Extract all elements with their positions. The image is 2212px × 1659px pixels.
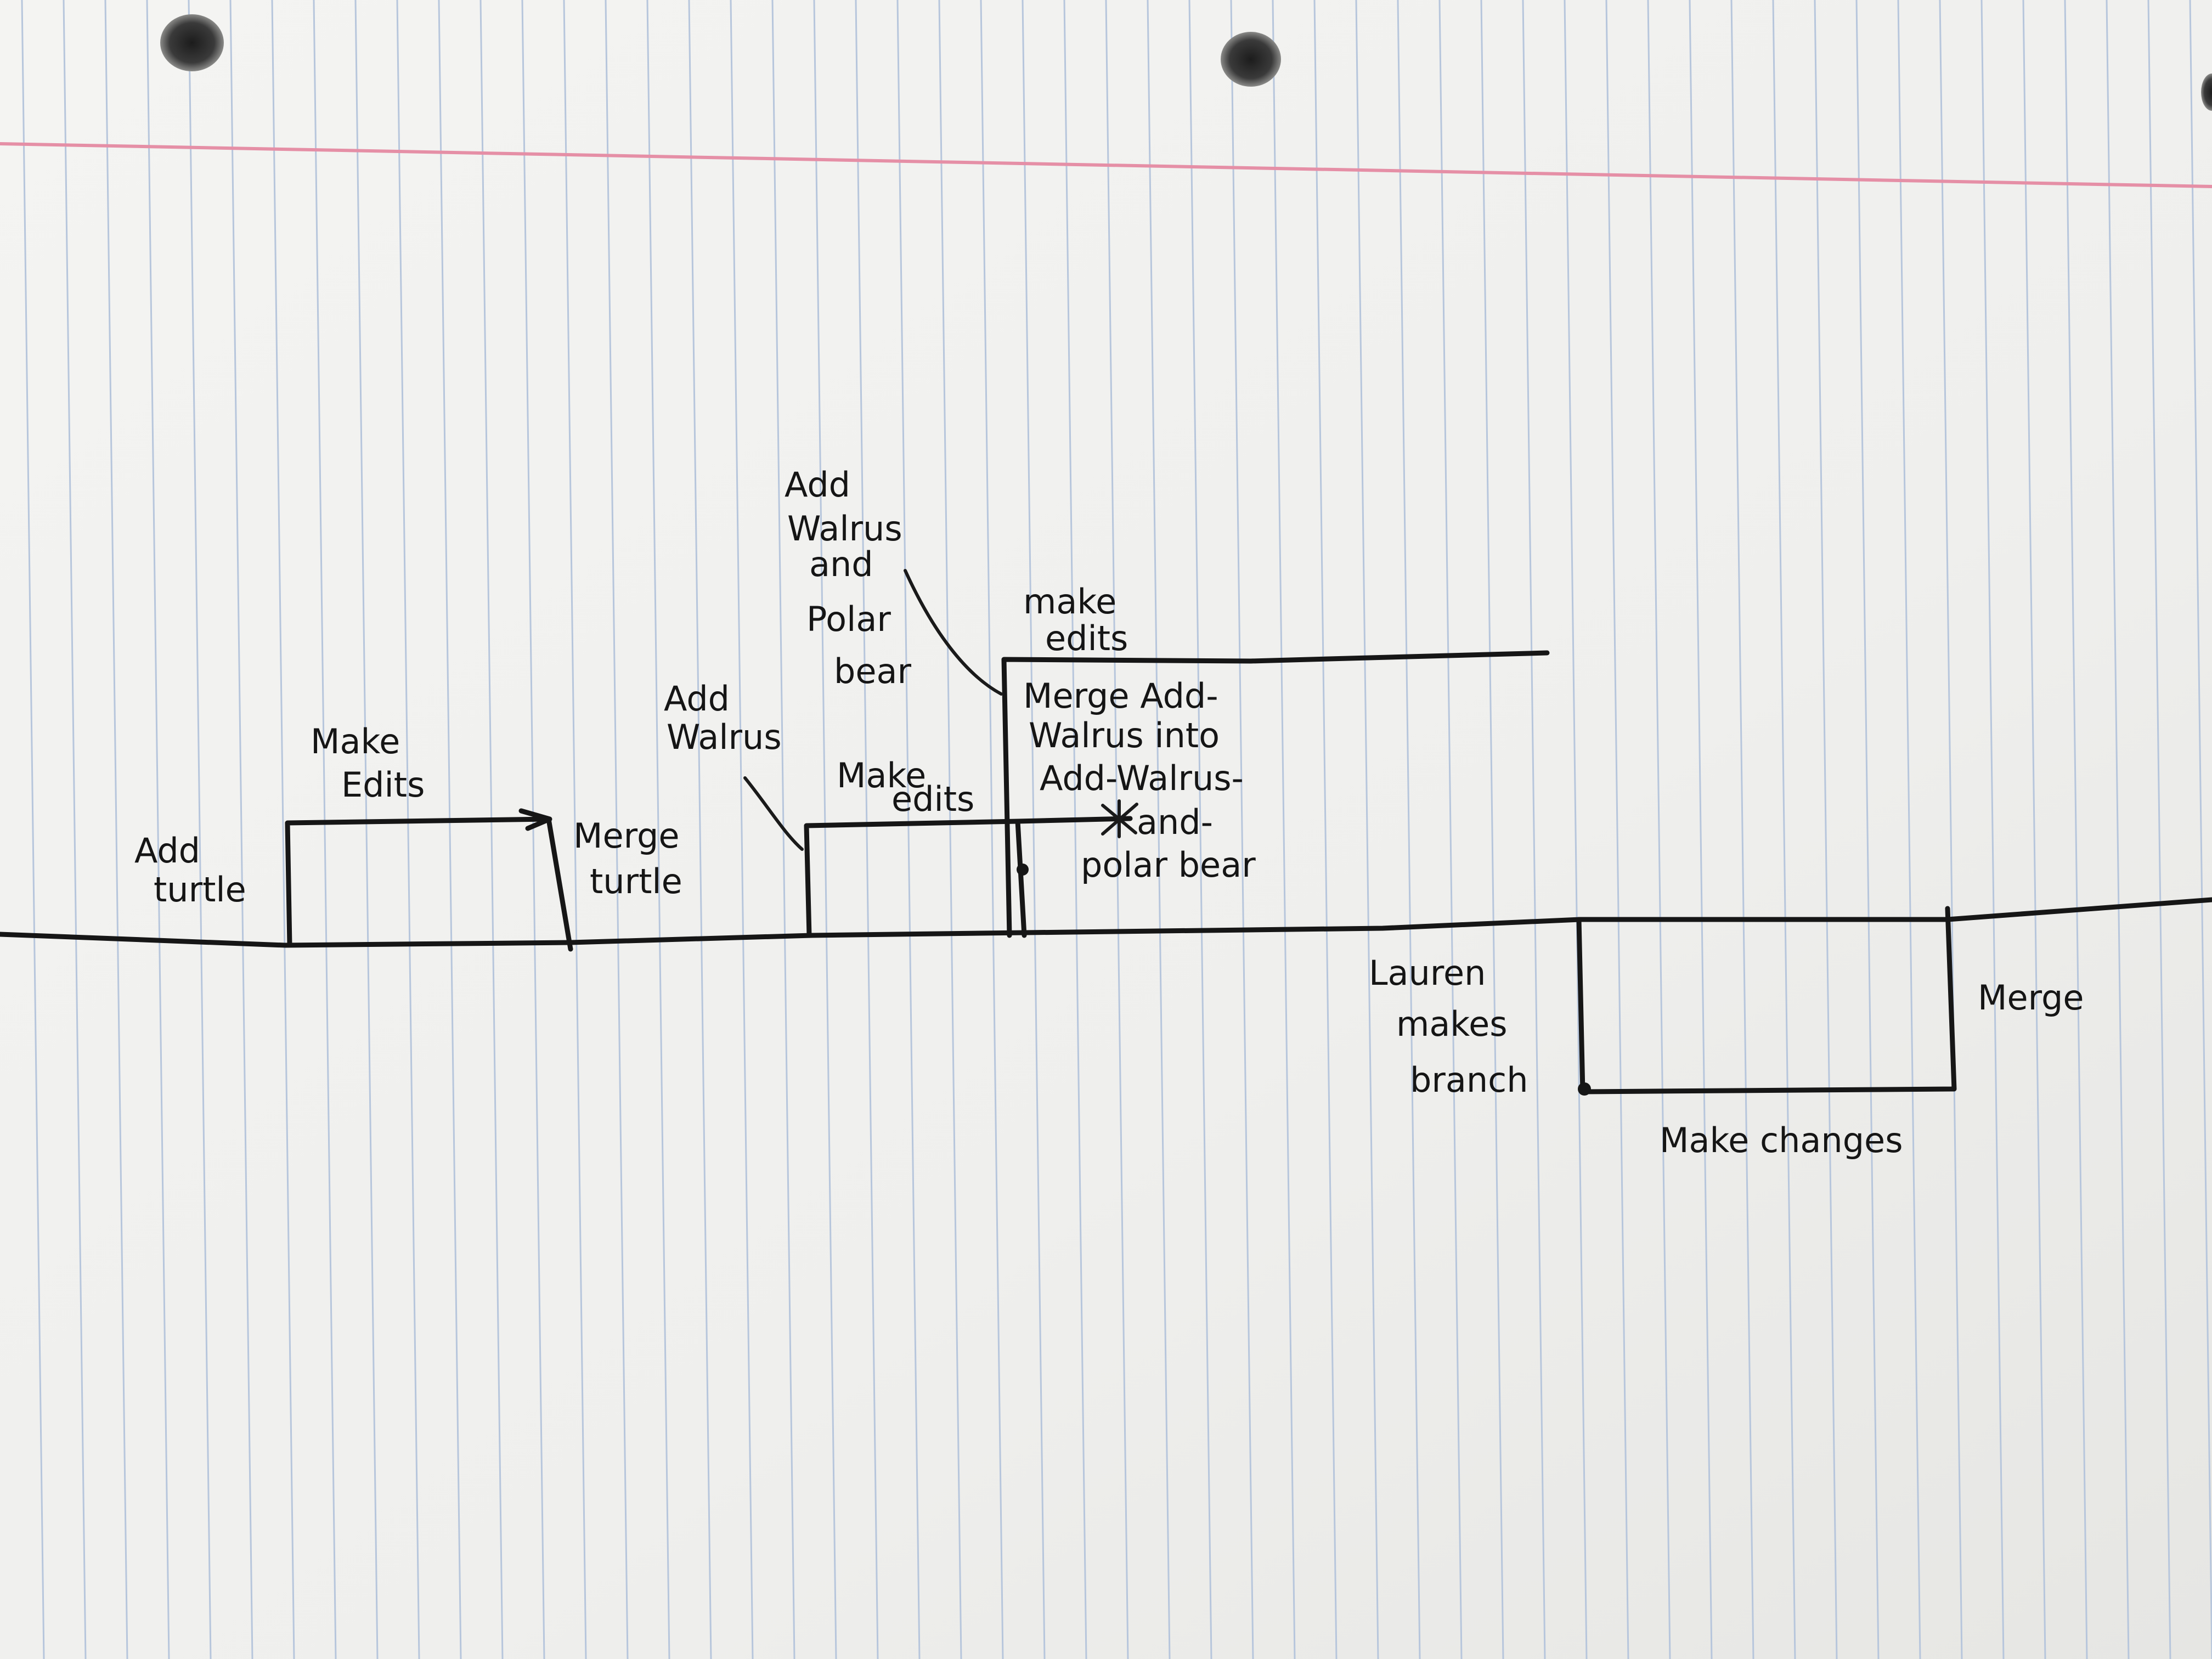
rule-line [1772, 0, 1796, 1659]
rule-line [1564, 0, 1588, 1659]
rule-line [2106, 0, 2130, 1659]
rule-line [146, 0, 170, 1659]
label-make-edits-3a: make [1023, 582, 1116, 622]
label-add-walrus-2: Walrus [667, 717, 782, 757]
label-merge-note-2: Walrus into [1029, 715, 1220, 755]
rule-line [438, 0, 462, 1659]
label-make-changes: Make changes [1660, 1120, 1903, 1160]
ruled-lines [21, 0, 2212, 1659]
rule-line [1897, 0, 1921, 1659]
label-lauren-2: makes [1396, 1004, 1508, 1044]
rule-line [688, 0, 712, 1659]
walrus-polar-bear-branch [1001, 650, 1550, 938]
rule-line [813, 0, 837, 1659]
label-add-turtle-1: Add [134, 831, 200, 871]
rule-line [1022, 0, 1046, 1659]
rule-line [188, 0, 212, 1659]
label-make-edits-2a: Make [837, 755, 926, 795]
rule-line [1980, 0, 2005, 1659]
rule-line [271, 0, 295, 1659]
rule-line [2147, 0, 2171, 1659]
rule-line [855, 0, 879, 1659]
label-merge-turtle-2: turtle [590, 861, 682, 901]
rule-line [646, 0, 670, 1659]
rule-line [479, 0, 504, 1659]
rule-line [1438, 0, 1463, 1659]
rule-line [21, 0, 45, 1659]
rule-line [1855, 0, 1880, 1659]
turtle-branch-arrow [518, 808, 552, 831]
rule-line [1272, 0, 1296, 1659]
rule-line [980, 0, 1004, 1659]
rule-line [354, 0, 379, 1659]
rule-line [1647, 0, 1671, 1659]
label-lauren-1: Lauren [1369, 953, 1486, 993]
label-merge: Merge [1978, 978, 2084, 1018]
walrus-commit-dot [1017, 864, 1029, 876]
rule-line [1397, 0, 1421, 1659]
rule-line [1605, 0, 1629, 1659]
rule-line [1814, 0, 1838, 1659]
rule-line [730, 0, 754, 1659]
rule-line [1147, 0, 1171, 1659]
lauren-branch [1576, 906, 1957, 1094]
label-merge-note-1: Merge Add- [1023, 676, 1218, 716]
rule-line [1313, 0, 1338, 1659]
label-awpb-2: Walrus [787, 509, 902, 549]
label-add-turtle-2: turtle [154, 870, 246, 910]
rule-line [1939, 0, 1963, 1659]
rule-line [1063, 0, 1087, 1659]
label-add-walrus-1: Add [664, 679, 730, 719]
rule-line [229, 0, 253, 1659]
rule-line [313, 0, 337, 1659]
label-make-edits-2b: edits [891, 779, 974, 819]
rule-line [1480, 0, 1504, 1659]
label-make-edits-1a: Make [311, 721, 400, 761]
label-make-edits-3b: edits [1045, 618, 1128, 658]
rule-line [2064, 0, 2088, 1659]
margin-line [0, 142, 2212, 188]
rule-line [1355, 0, 1379, 1659]
rule-line [1188, 0, 1212, 1659]
rule-line [2022, 0, 2046, 1659]
rule-line [104, 0, 128, 1659]
rule-line [1230, 0, 1254, 1659]
rule-line [63, 0, 87, 1659]
rule-line [1730, 0, 1754, 1659]
rule-line [1689, 0, 1713, 1659]
label-merge-note-4: and- [1137, 802, 1213, 842]
label-awpb-1: Add [785, 465, 850, 505]
rule-line [396, 0, 420, 1659]
rule-line [1522, 0, 1546, 1659]
turtle-branch [285, 816, 573, 952]
rule-line [896, 0, 921, 1659]
punch-hole-right [1221, 32, 1281, 87]
walrus-branch [804, 819, 1027, 938]
rule-line [938, 0, 962, 1659]
label-awpb-4: Polar [806, 599, 891, 639]
label-lauren-3: branch [1410, 1060, 1528, 1100]
rule-line [521, 0, 545, 1659]
punch-hole-left [160, 14, 224, 71]
merge-star-icon [1101, 799, 1138, 838]
add-walrus-pointer [743, 776, 804, 851]
lauren-branch-dot [1578, 1082, 1591, 1096]
add-walrus-polar-bear-pointer [904, 569, 1003, 696]
label-awpb-5: bear [834, 651, 911, 691]
label-merge-note-3: Add-Walrus- [1040, 758, 1244, 798]
rule-line [1105, 0, 1129, 1659]
walrus-merge-arrow [1015, 816, 1133, 824]
punch-hole-edge [2201, 74, 2212, 111]
label-merge-turtle-1: Merge [573, 816, 680, 856]
label-awpb-3: and [809, 544, 873, 584]
rule-line [563, 0, 587, 1659]
rule-line [2189, 0, 2212, 1659]
rule-line [605, 0, 629, 1659]
label-merge-note-5: polar bear [1081, 845, 1256, 885]
label-make-edits-1b: Edits [341, 765, 425, 805]
